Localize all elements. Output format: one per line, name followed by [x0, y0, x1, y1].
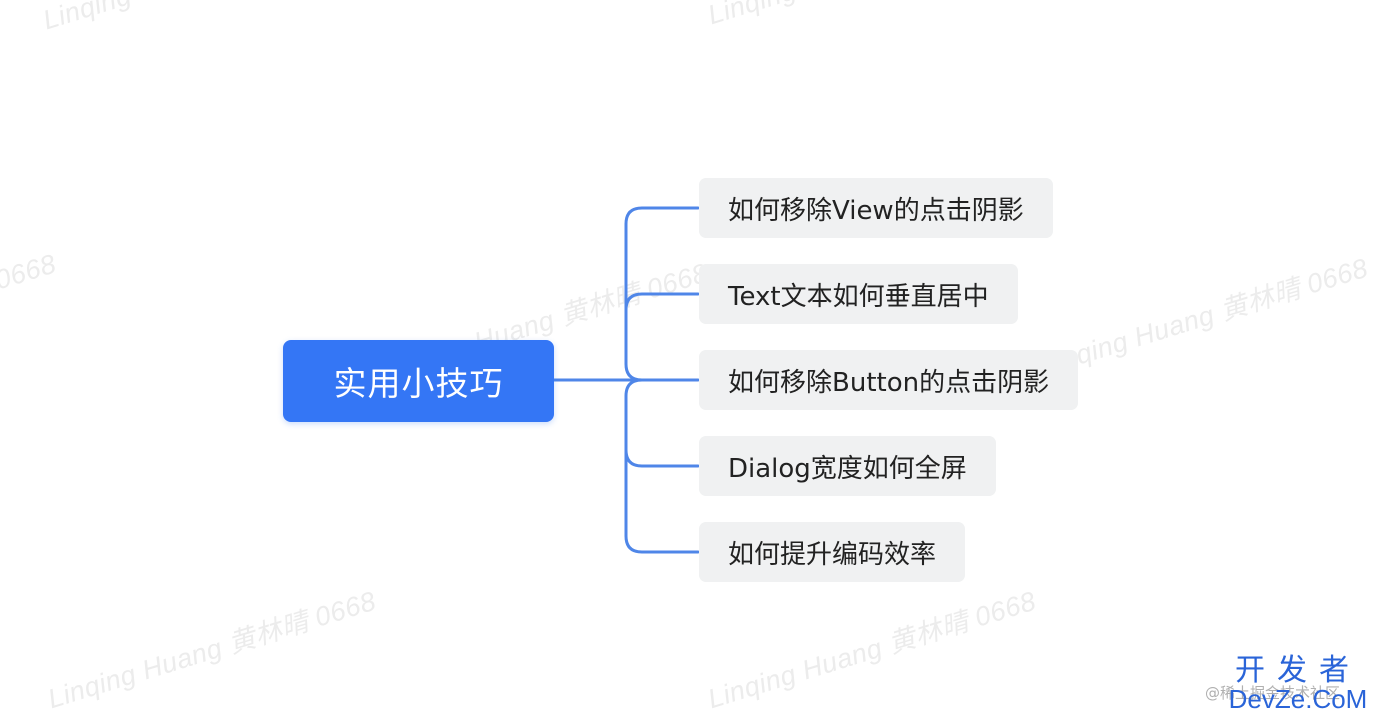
- connector-branch-4: [624, 448, 700, 468]
- child-node-label: Text文本如何垂直居中: [728, 281, 989, 312]
- mindmap-child-node-5[interactable]: 如何提升编码效率: [699, 522, 966, 582]
- mindmap-child-node-1[interactable]: 如何移除View的点击阴影: [699, 178, 1053, 238]
- devze-logo: 开发者 DevZe.CoM: [1218, 654, 1378, 716]
- child-node-label: 如何移除Button的点击阴影: [728, 367, 1050, 398]
- credit-text: @稀土掘金技术社区: [1205, 684, 1341, 702]
- logo-cn-text: 开发者: [1235, 653, 1361, 688]
- root-node-label: 实用小技巧: [333, 364, 504, 403]
- child-node-label: 如何提升编码效率: [728, 539, 937, 570]
- logo-en-text: DevZe.CoM: [1228, 684, 1368, 714]
- child-node-label: 如何移除View的点击阴影: [728, 195, 1024, 226]
- mindmap-root-node[interactable]: 实用小技巧: [283, 340, 554, 422]
- connector-branch-5: [624, 378, 700, 554]
- connector-branch-1: [624, 206, 700, 382]
- mindmap-child-node-4[interactable]: Dialog宽度如何全屏: [699, 436, 996, 496]
- child-node-label: Dialog宽度如何全屏: [728, 453, 967, 484]
- mindmap-child-node-3[interactable]: 如何移除Button的点击阴影: [699, 350, 1079, 410]
- mindmap-child-node-2[interactable]: Text文本如何垂直居中: [699, 264, 1018, 324]
- connector-branch-2: [624, 292, 700, 312]
